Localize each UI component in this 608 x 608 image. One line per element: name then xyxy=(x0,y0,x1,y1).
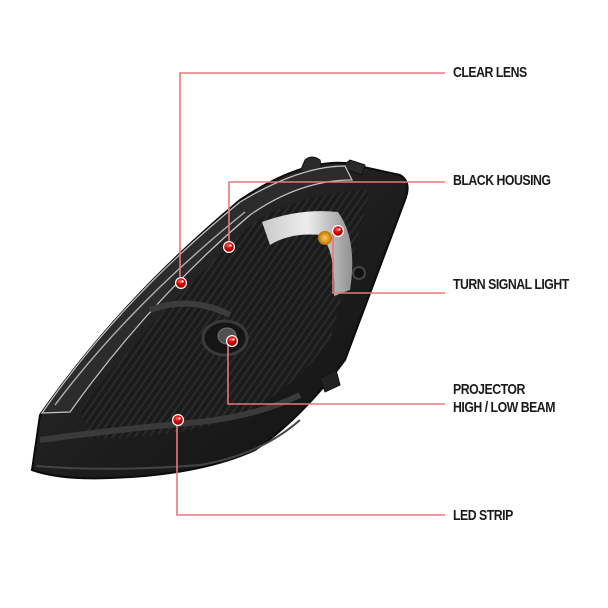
amber-bulb xyxy=(318,231,332,245)
label-black-housing: BLACK HOUSING xyxy=(453,172,551,189)
callout-line-projector xyxy=(227,343,445,405)
label-clear-lens: CLEAR LENS xyxy=(453,64,527,81)
callout-line-clear-lens xyxy=(179,72,445,283)
label-turn-signal-light: TURN SIGNAL LIGHT xyxy=(453,276,569,293)
callout-dots xyxy=(172,225,344,426)
callout-line-turn-signal xyxy=(332,233,445,294)
dot-projector-icon xyxy=(226,335,238,347)
callout-lines xyxy=(176,72,445,516)
clear-lens-rim xyxy=(40,165,353,414)
label-high-low-beam: HIGH / LOW BEAM xyxy=(453,399,555,416)
label-projector: PROJECTOR xyxy=(453,381,525,398)
led-strip-edge xyxy=(39,392,302,443)
dot-black-housing-icon xyxy=(223,241,235,253)
turn-signal-lens xyxy=(262,211,353,296)
label-led-strip: LED STRIP xyxy=(453,507,513,524)
callout-line-led-strip xyxy=(176,422,445,516)
dot-led-strip-icon xyxy=(172,414,184,426)
dot-clear-lens-icon xyxy=(175,277,187,289)
dot-turn-signal-icon xyxy=(332,225,344,237)
callout-line-black-housing xyxy=(228,181,445,247)
